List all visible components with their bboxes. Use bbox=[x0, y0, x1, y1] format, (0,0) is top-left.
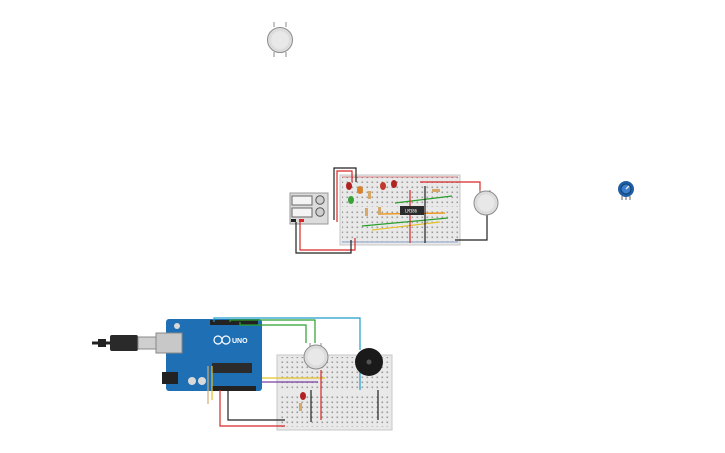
breadboard-bottom[interactable] bbox=[276, 354, 393, 431]
buzzer[interactable] bbox=[355, 348, 383, 376]
breadboard-middle[interactable] bbox=[339, 174, 461, 246]
arduino-label: UNO bbox=[232, 338, 248, 345]
piezo-middle[interactable] bbox=[473, 190, 499, 216]
resistors-middle bbox=[365, 189, 440, 216]
led-red-2[interactable] bbox=[380, 182, 386, 190]
potentiometer[interactable] bbox=[618, 181, 634, 200]
piezo-bottom[interactable] bbox=[303, 343, 329, 370]
ic-label: LM386 bbox=[405, 209, 418, 214]
usb-cable[interactable] bbox=[92, 335, 157, 351]
led-green[interactable] bbox=[348, 196, 354, 204]
ic-chip[interactable]: LM386 bbox=[400, 206, 424, 215]
piezo-top[interactable] bbox=[267, 22, 293, 57]
power-supply[interactable] bbox=[289, 192, 329, 225]
arduino-uno[interactable]: UNO bbox=[155, 319, 262, 391]
led-red-1[interactable] bbox=[346, 182, 352, 190]
led-bottom[interactable] bbox=[300, 392, 306, 400]
wires-middle bbox=[295, 167, 488, 254]
led-orange[interactable] bbox=[357, 186, 363, 194]
led-red-3[interactable] bbox=[391, 180, 397, 188]
resistor-bottom bbox=[299, 403, 302, 411]
middle-circuit: LM386 bbox=[289, 167, 499, 254]
wires-bottom bbox=[207, 317, 379, 427]
bottom-circuit: UNO bbox=[92, 317, 393, 431]
